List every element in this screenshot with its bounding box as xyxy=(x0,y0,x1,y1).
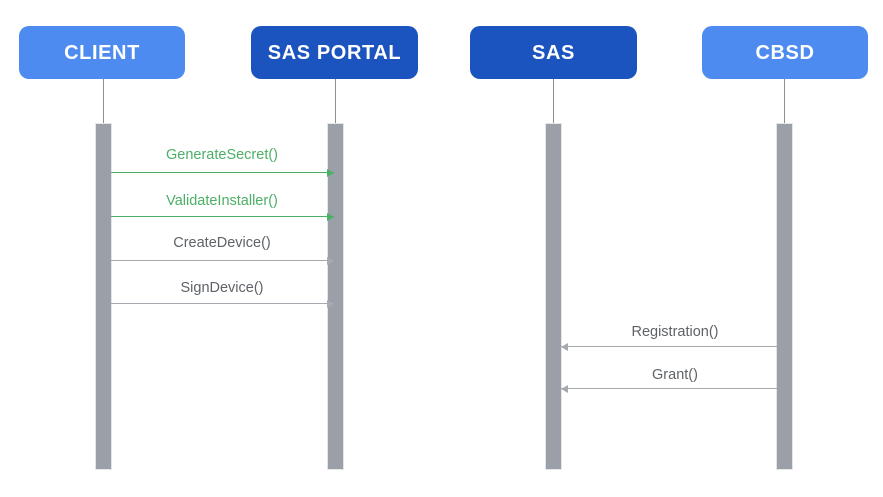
participant-box-sas[interactable]: SAS xyxy=(470,26,637,79)
message-line-3 xyxy=(111,260,334,261)
participant-label-sas: SAS xyxy=(532,41,575,64)
participant-label-client: CLIENT xyxy=(64,41,140,64)
message-label-6: Grant() xyxy=(652,367,698,383)
message-line-1 xyxy=(111,172,334,173)
message-arrowhead-right-icon xyxy=(327,256,334,265)
message-line-2 xyxy=(111,216,334,217)
participant-label-cbsd: CBSD xyxy=(755,41,815,64)
message-label-5: Registration() xyxy=(631,324,719,340)
message-line-6 xyxy=(561,388,777,389)
lifeline-sas xyxy=(553,79,554,123)
lifeline-sas-portal xyxy=(335,79,336,123)
message-arrowhead-right-icon xyxy=(327,168,334,177)
participant-label-sas-portal: SAS PORTAL xyxy=(267,41,402,64)
message-label-3: CreateDevice() xyxy=(173,235,271,251)
message-line-4 xyxy=(111,303,334,304)
lifeline-cbsd xyxy=(784,79,785,123)
activation-bar-client xyxy=(95,123,112,470)
message-label-1: GenerateSecret() xyxy=(165,147,279,163)
message-arrowhead-left-icon xyxy=(561,384,568,393)
message-label-2: ValidateInstaller() xyxy=(166,193,278,209)
message-arrowhead-right-icon xyxy=(327,212,334,221)
message-arrowhead-right-icon xyxy=(327,299,334,308)
activation-bar-sas-portal xyxy=(327,123,344,470)
participant-box-cbsd[interactable]: CBSD xyxy=(702,26,868,79)
lifeline-client xyxy=(103,79,104,123)
message-label-4: SignDevice() xyxy=(180,280,264,296)
activation-bar-cbsd xyxy=(776,123,793,470)
participant-box-client[interactable]: CLIENT xyxy=(19,26,185,79)
message-line-5 xyxy=(561,346,777,347)
activation-bar-sas xyxy=(545,123,562,470)
participant-box-sas-portal[interactable]: SAS PORTAL xyxy=(251,26,418,79)
message-arrowhead-left-icon xyxy=(561,342,568,351)
